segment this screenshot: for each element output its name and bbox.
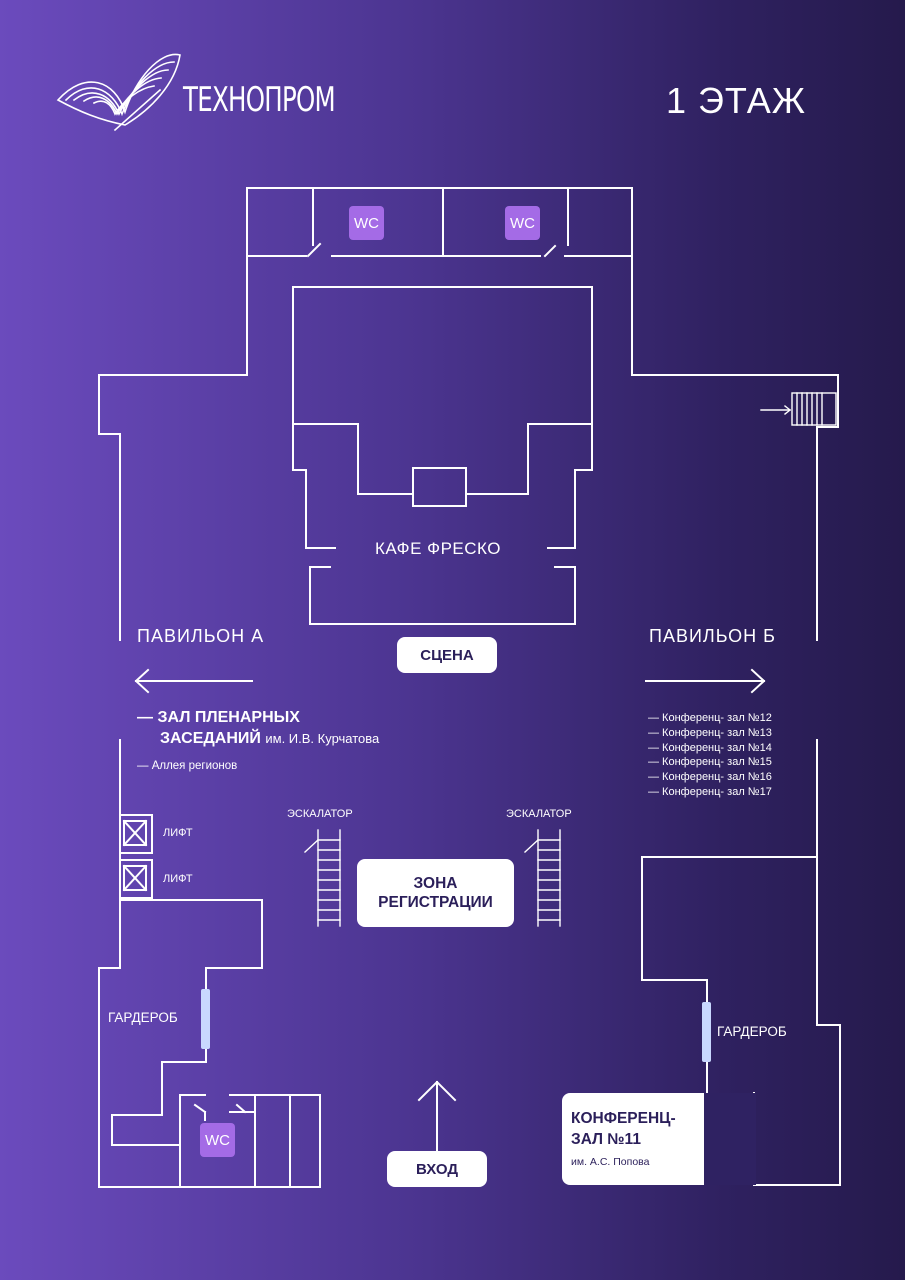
conference-hall-11-card: КОНФЕРЕНЦ- ЗАЛ №11 им. А.С. Попова xyxy=(562,1093,756,1185)
wc-badge: WC xyxy=(349,206,384,240)
escalator-label: ЭСКАЛАТОР xyxy=(506,808,572,820)
outer-walls xyxy=(98,255,841,1188)
plenary-hall-line1: — ЗАЛ ПЛЕНАРНЫХ xyxy=(137,709,300,726)
conference-hall-11-title-line1: КОНФЕРЕНЦ- xyxy=(571,1110,676,1127)
wc-badge: WC xyxy=(200,1123,235,1157)
cafe-label: КАФЕ ФРЕСКО xyxy=(375,539,501,558)
stairs-icon xyxy=(760,392,837,426)
escalator-icon xyxy=(524,829,561,927)
elevator-icon xyxy=(119,859,153,899)
pavilion-b-title: ПАВИЛЬОН Б xyxy=(649,626,776,646)
conference-hall-11-room-annex xyxy=(702,1093,756,1185)
wc-badge: WC xyxy=(505,206,540,240)
stage-label: СЦЕНА xyxy=(397,637,497,673)
pavilion-a-title: ПАВИЛЬОН А xyxy=(137,626,265,646)
elevator-label: ЛИФТ xyxy=(163,873,193,885)
conference-hall-11-named: им. А.С. Попова xyxy=(571,1156,650,1168)
arrow-left-icon xyxy=(134,668,253,694)
plenary-hall-named: им. И.В. Курчатова xyxy=(265,731,380,746)
pavilion-b-hall-list: — Конференц- зал №12 — Конференц- зал №1… xyxy=(648,711,772,800)
plenary-hall-name: ЗАСЕДАНИЙ xyxy=(160,730,261,747)
elevator-label: ЛИФТ xyxy=(163,827,193,839)
alley-of-regions: — Аллея регионов xyxy=(137,760,238,772)
list-item: — Конференц- зал №17 xyxy=(648,785,772,798)
cafe-hall-walls xyxy=(292,286,593,625)
conference-hall-11-title-line2: ЗАЛ №11 xyxy=(571,1131,641,1148)
list-item: — Конференц- зал №16 xyxy=(648,771,772,784)
top-wc-block xyxy=(246,187,633,258)
registration-zone-label: ЗОНА РЕГИСТРАЦИИ xyxy=(357,859,514,927)
entrance-label: ВХОД xyxy=(387,1151,487,1187)
wardrobe-label: ГАРДЕРОБ xyxy=(717,1024,787,1039)
floor-title: 1 ЭТАЖ xyxy=(666,80,806,121)
elevator-icon xyxy=(119,814,153,854)
list-item: — Конференц- зал №13 xyxy=(648,726,772,739)
wardrobe-marker xyxy=(201,989,210,1049)
arrow-up-icon xyxy=(417,1080,457,1153)
plenary-hall-line2: ЗАСЕДАНИЙ им. И.В. Курчатова xyxy=(160,728,379,749)
arrow-right-icon xyxy=(645,668,766,694)
escalator-icon xyxy=(304,829,341,927)
technoprom-logo-icon xyxy=(56,53,181,132)
list-item: — Конференц- зал №12 xyxy=(648,712,772,724)
wardrobe-marker xyxy=(702,1002,711,1062)
wardrobe-label: ГАРДЕРОБ xyxy=(108,1010,178,1025)
list-item: — Конференц- зал №15 xyxy=(648,756,772,769)
lower-left-rooms xyxy=(111,899,321,1188)
list-item: — Конференц- зал №14 xyxy=(648,741,772,754)
brand-name: ТЕХНОПРОМ xyxy=(183,80,336,120)
escalator-label: ЭСКАЛАТОР xyxy=(287,808,353,820)
